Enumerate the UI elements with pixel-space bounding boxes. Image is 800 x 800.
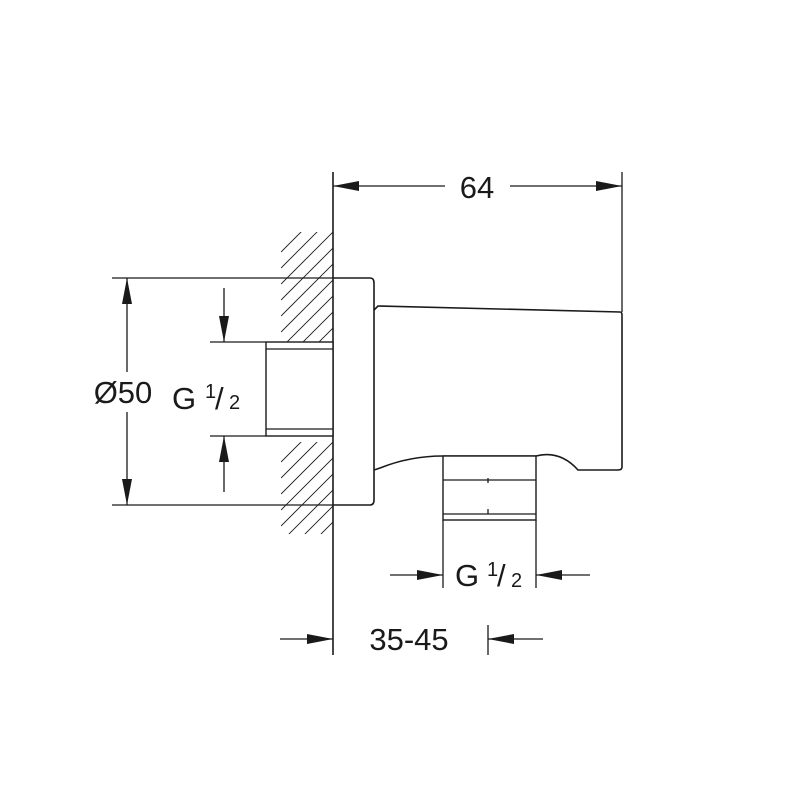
dimension-outlet-thread: G 1 / 2 xyxy=(390,520,590,593)
dimension-inlet-thread: G 1 / 2 xyxy=(172,288,266,492)
dimension-projection: 64 xyxy=(333,170,623,312)
dimension-wall-range: 35-45 xyxy=(280,622,543,657)
outlet-thread-nipple xyxy=(442,455,537,521)
dimension-diameter-label: Ø50 xyxy=(94,375,153,410)
wall-hatching-top xyxy=(281,232,333,342)
dimension-outlet-thread-label: G 1 / 2 xyxy=(455,558,522,593)
dimension-projection-label: 64 xyxy=(460,170,494,205)
dimension-inlet-thread-label: G 1 / 2 xyxy=(172,381,240,416)
dimension-diameter: Ø50 xyxy=(94,277,333,506)
wall-hatching-bottom xyxy=(281,442,333,534)
outlet-body xyxy=(373,305,623,471)
wall-flange xyxy=(333,277,375,506)
dimension-wall-range-label: 35-45 xyxy=(369,622,448,657)
inlet-thread-nipple xyxy=(265,341,334,437)
